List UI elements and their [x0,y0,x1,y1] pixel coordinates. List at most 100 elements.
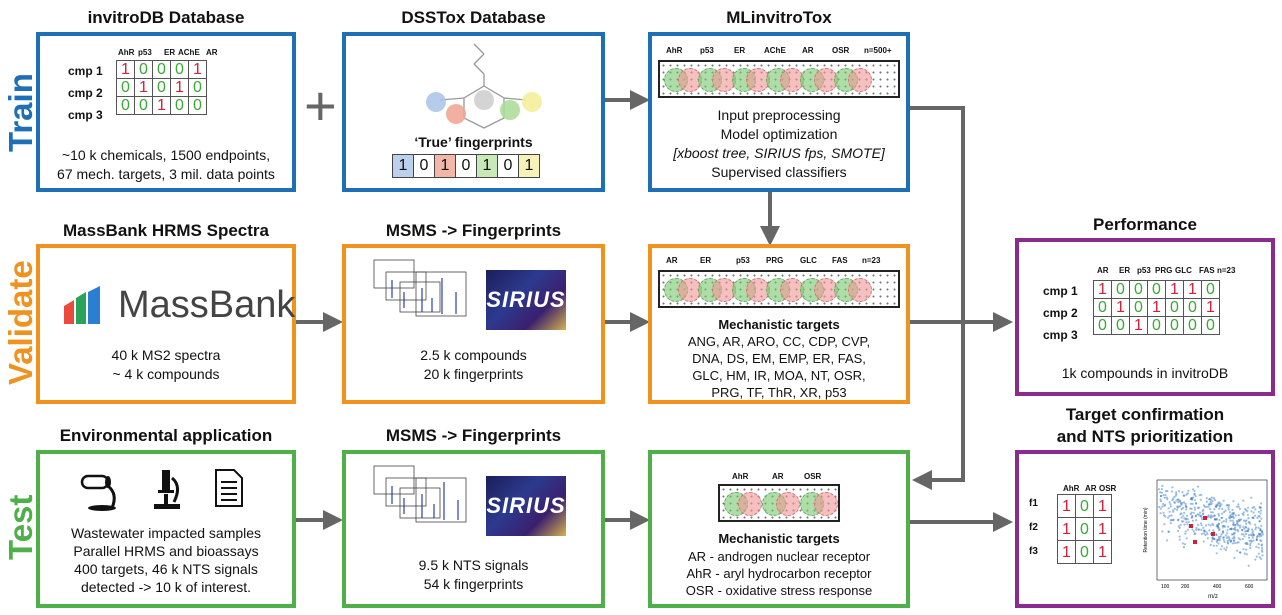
scatter-point [1216,524,1219,527]
scatter-point [1253,506,1256,509]
scatter-point [1209,503,1212,506]
fp-bit: 1 [476,154,498,178]
test-mech-line-2: AhR - aryl hydrocarbon receptor [686,566,872,581]
scatter-point [1227,542,1230,545]
scatter-point [1231,519,1234,522]
scatter-point [1243,535,1246,538]
scatter-point [1261,529,1264,532]
scatter-point [1223,510,1226,514]
scatter-point [1209,511,1212,514]
scatter-point [1159,495,1163,498]
scatter-point [1223,540,1226,543]
scatter-point [1184,518,1187,521]
scatter-point [1181,491,1184,494]
scatter-point [1208,529,1211,532]
fp-bit: 1 [518,154,540,178]
scatter-point [1173,501,1176,504]
scatter-point [1176,505,1179,508]
scatter-point [1179,501,1182,504]
scatter-point [1190,511,1193,514]
scatter-point [1256,516,1259,519]
scatter-point [1191,498,1194,501]
scatter-point [1250,496,1253,499]
msms-test-box: SIRIUS 9.5 k NTS signals 54 k fingerprin… [342,450,605,608]
scatter-point [1207,505,1210,508]
scatter-point [1255,536,1258,539]
scatter-point [1215,533,1218,537]
scatter-point [1206,533,1209,536]
scatter-point [1213,514,1216,517]
scatter-point [1205,531,1208,534]
scatter-point [1159,498,1162,501]
scatter-point [1245,532,1248,536]
scatter-point [1189,502,1192,505]
scatter-point [1237,541,1240,544]
scatter-point [1210,502,1213,505]
scatter-point [1178,526,1181,529]
scatter-point [1254,558,1257,561]
confirm-row-label-3: f3 [1029,546,1038,557]
scatter-point [1219,505,1222,508]
scatter-point [1197,528,1200,531]
cell: 0 [1183,298,1202,317]
msms-test-title: MSMS -> Fingerprints [385,426,562,445]
scatter-point [1191,502,1194,505]
invitrodb-row-label-2: cmp 2 [68,86,103,100]
msms-test-line-2: 54 k fingerprints [423,576,524,592]
scatter-point [1255,545,1258,548]
scatter-point [1251,531,1254,534]
scatter-point [1209,516,1212,519]
cell: 1 [1093,540,1112,564]
scatter-point [1231,537,1234,540]
scatter-point [1221,516,1224,519]
ml-line-4: Supervised classifiers [711,164,847,180]
scatter-point [1249,542,1252,545]
scatter-point [1229,515,1232,518]
scatter-point [1212,497,1215,500]
scatter-point [1194,502,1197,505]
scatter-point [1207,523,1210,526]
perf-col-1: ER [1119,266,1131,275]
scatter-point [1177,505,1180,508]
scatter-point [1260,502,1263,505]
scatter-point [1237,505,1240,508]
scatter-point [1196,513,1199,516]
scatter-point [1183,494,1186,497]
scatter-point [1224,548,1228,552]
validate-model-box: AR ER p53 PRG GLC FAS n=23 Mechanistic t… [648,244,910,404]
scatter-point [1211,537,1214,541]
scatter-point [1167,530,1170,533]
scatter-point [1226,532,1229,535]
scatter-point [1218,529,1221,532]
scatter-point [1214,518,1217,521]
invitrodb-col-2: ER [164,48,176,57]
scatter-point [1216,504,1219,507]
scatter-point [1163,504,1166,507]
scatter-point [1222,538,1225,541]
scatter-point [1222,536,1225,539]
confirm-title-2: and NTS prioritization [1056,427,1234,446]
scatter-point [1194,532,1197,535]
ml-classifier-strip [658,60,900,98]
cell: 0 [1075,494,1094,518]
cell: 0 [170,60,189,79]
scatter-point [1228,511,1231,514]
scatter-point [1202,526,1205,529]
scatter-point [1209,543,1212,547]
scatter-point [1221,512,1224,515]
scatter-point [1169,505,1172,508]
val-mech-line-4: PRG, TF, ThR, XR, p53 [711,385,847,400]
scatter-point [1213,538,1216,541]
scatter-point [1260,517,1263,520]
scatter-point [1255,555,1258,558]
env-line-3: 400 targets, 46 k NTS signals [74,561,258,577]
scatter-point [1182,520,1185,523]
scatter-point [1254,528,1257,531]
scatter-point [1203,530,1206,533]
scatter-point [1215,540,1219,544]
classifier-pair [664,278,702,302]
scatter-point [1191,514,1194,518]
scatter-point [1212,529,1215,532]
scatter-point [1193,489,1196,492]
scatter-point [1202,512,1205,515]
